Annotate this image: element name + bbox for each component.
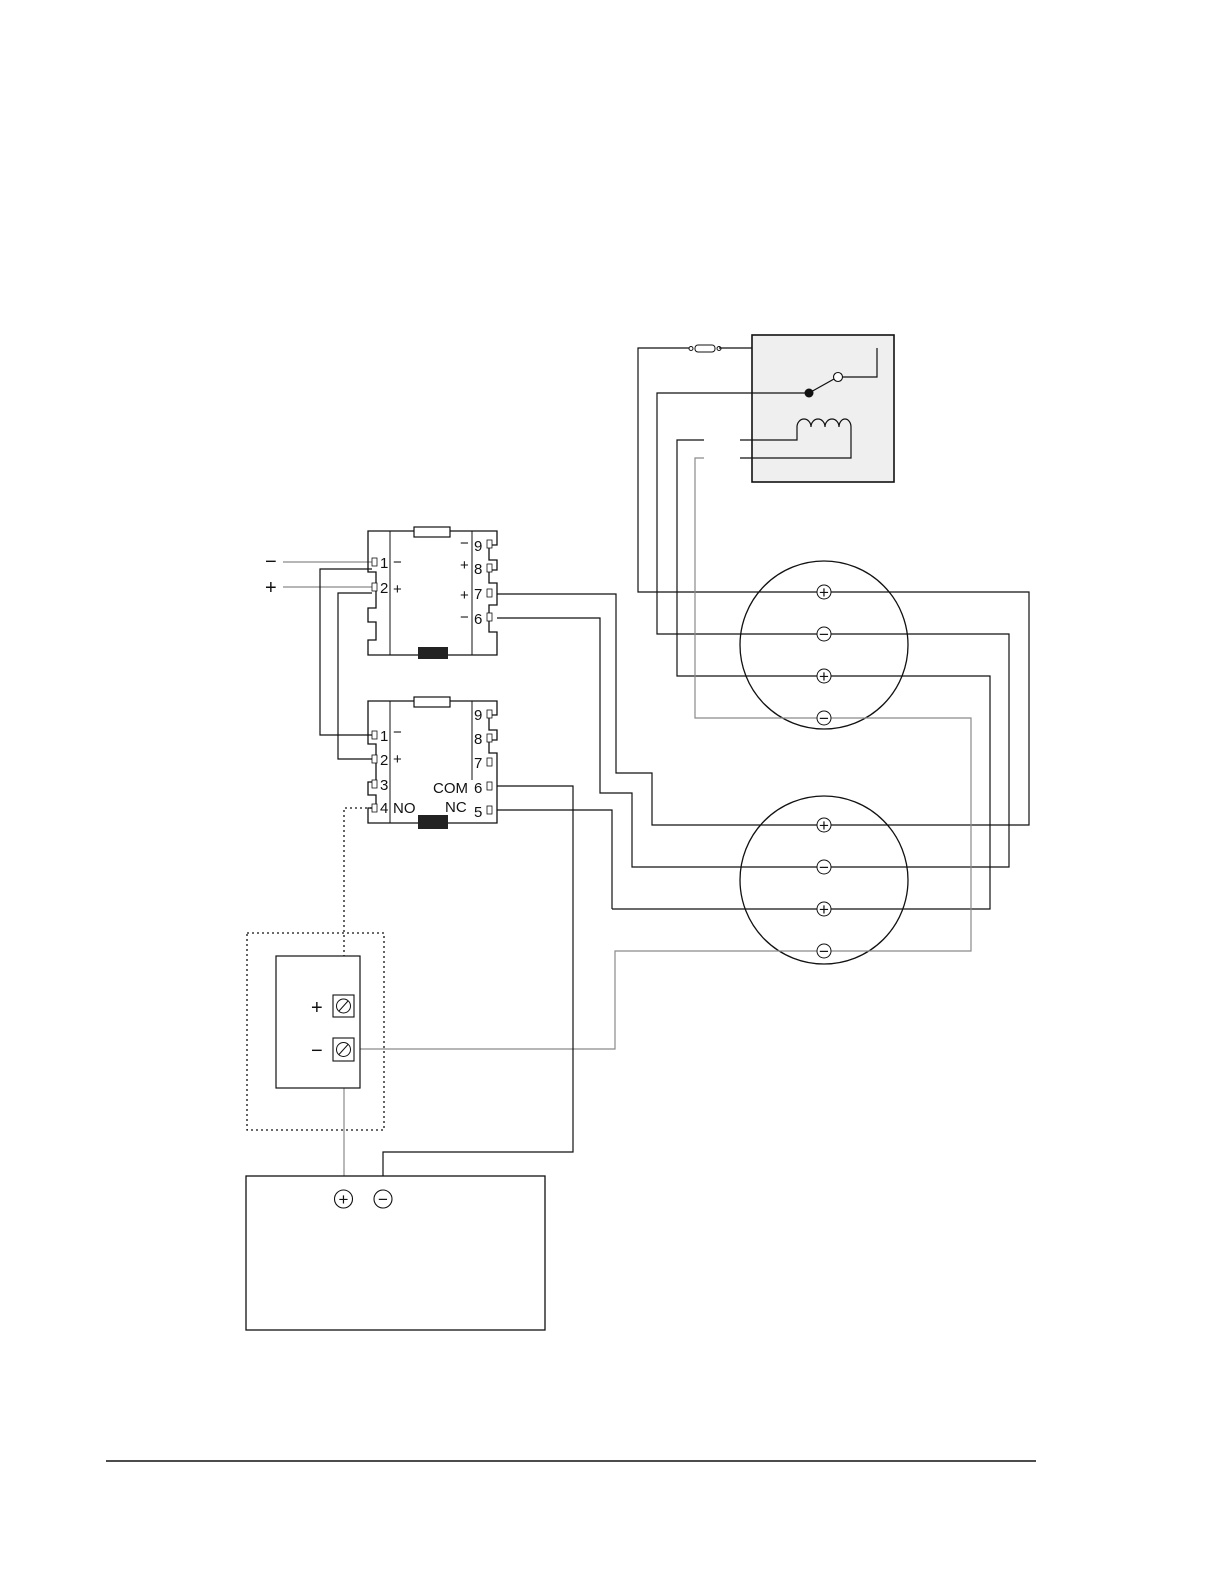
bottom-terminal-4: 4 [380, 800, 388, 817]
bottom-terminal-9: 9 [474, 707, 482, 724]
top-t8-polarity: + [460, 557, 469, 574]
bottom-nc-label: NC [445, 799, 467, 816]
remote-box: + − [247, 933, 384, 1130]
screw-terminal-icon [333, 995, 354, 1017]
lower-t2-label: − [819, 858, 829, 877]
bottom-terminal-5: 5 [474, 804, 482, 821]
device-lower-terminals: + − + − [817, 816, 831, 961]
module-bottom: 1 2 3 4 − + NO COM NC 9 8 7 6 5 [368, 697, 497, 829]
top-t2-polarity: + [393, 581, 402, 598]
bottom-terminal-3: 3 [380, 777, 388, 794]
top-t9-polarity: − [460, 535, 469, 552]
lower-t3-label: + [819, 900, 829, 919]
bottom-t2-polarity: + [393, 751, 402, 768]
top-terminal-6: 6 [474, 611, 482, 628]
lower-t1-label: + [819, 816, 829, 835]
top-t7-polarity: + [460, 587, 469, 604]
input-minus-label: − [265, 551, 277, 573]
bottom-t1-polarity: − [393, 724, 402, 741]
bottom-terminal-7: 7 [474, 755, 482, 772]
top-t6-polarity: − [460, 609, 469, 626]
bottom-no-label: NO [393, 800, 416, 817]
power-plus-label: + [339, 1190, 349, 1209]
fuse-icon [689, 345, 721, 352]
module-top: 1 2 − + 9 8 7 6 − + + − [368, 527, 497, 659]
device-upper-terminals: + − + − [817, 583, 831, 728]
power-minus-label: − [378, 1190, 388, 1209]
upper-t3-label: + [819, 667, 829, 686]
top-terminal-2: 2 [380, 580, 388, 597]
bottom-terminal-6: 6 [474, 780, 482, 797]
remote-minus-label: − [311, 1040, 323, 1062]
bottom-terminal-1: 1 [380, 728, 388, 745]
bottom-com-label: COM [433, 780, 468, 797]
wiring [283, 348, 1029, 1190]
power-supply-box: + − [246, 1176, 545, 1330]
upper-t2-label: − [819, 625, 829, 644]
top-t1-polarity: − [393, 554, 402, 571]
lower-t4-label: − [819, 942, 829, 961]
upper-t4-label: − [819, 709, 829, 728]
top-terminal-1: 1 [380, 555, 388, 572]
top-terminal-9: 9 [474, 538, 482, 555]
input-plus-label: + [265, 577, 277, 599]
bottom-terminal-8: 8 [474, 731, 482, 748]
screw-terminal-icon [333, 1038, 354, 1061]
top-terminal-7: 7 [474, 586, 482, 603]
top-terminal-8: 8 [474, 561, 482, 578]
upper-t1-label: + [819, 583, 829, 602]
relay-box [740, 335, 894, 482]
bottom-terminal-2: 2 [380, 752, 388, 769]
remote-plus-label: + [311, 997, 323, 1019]
